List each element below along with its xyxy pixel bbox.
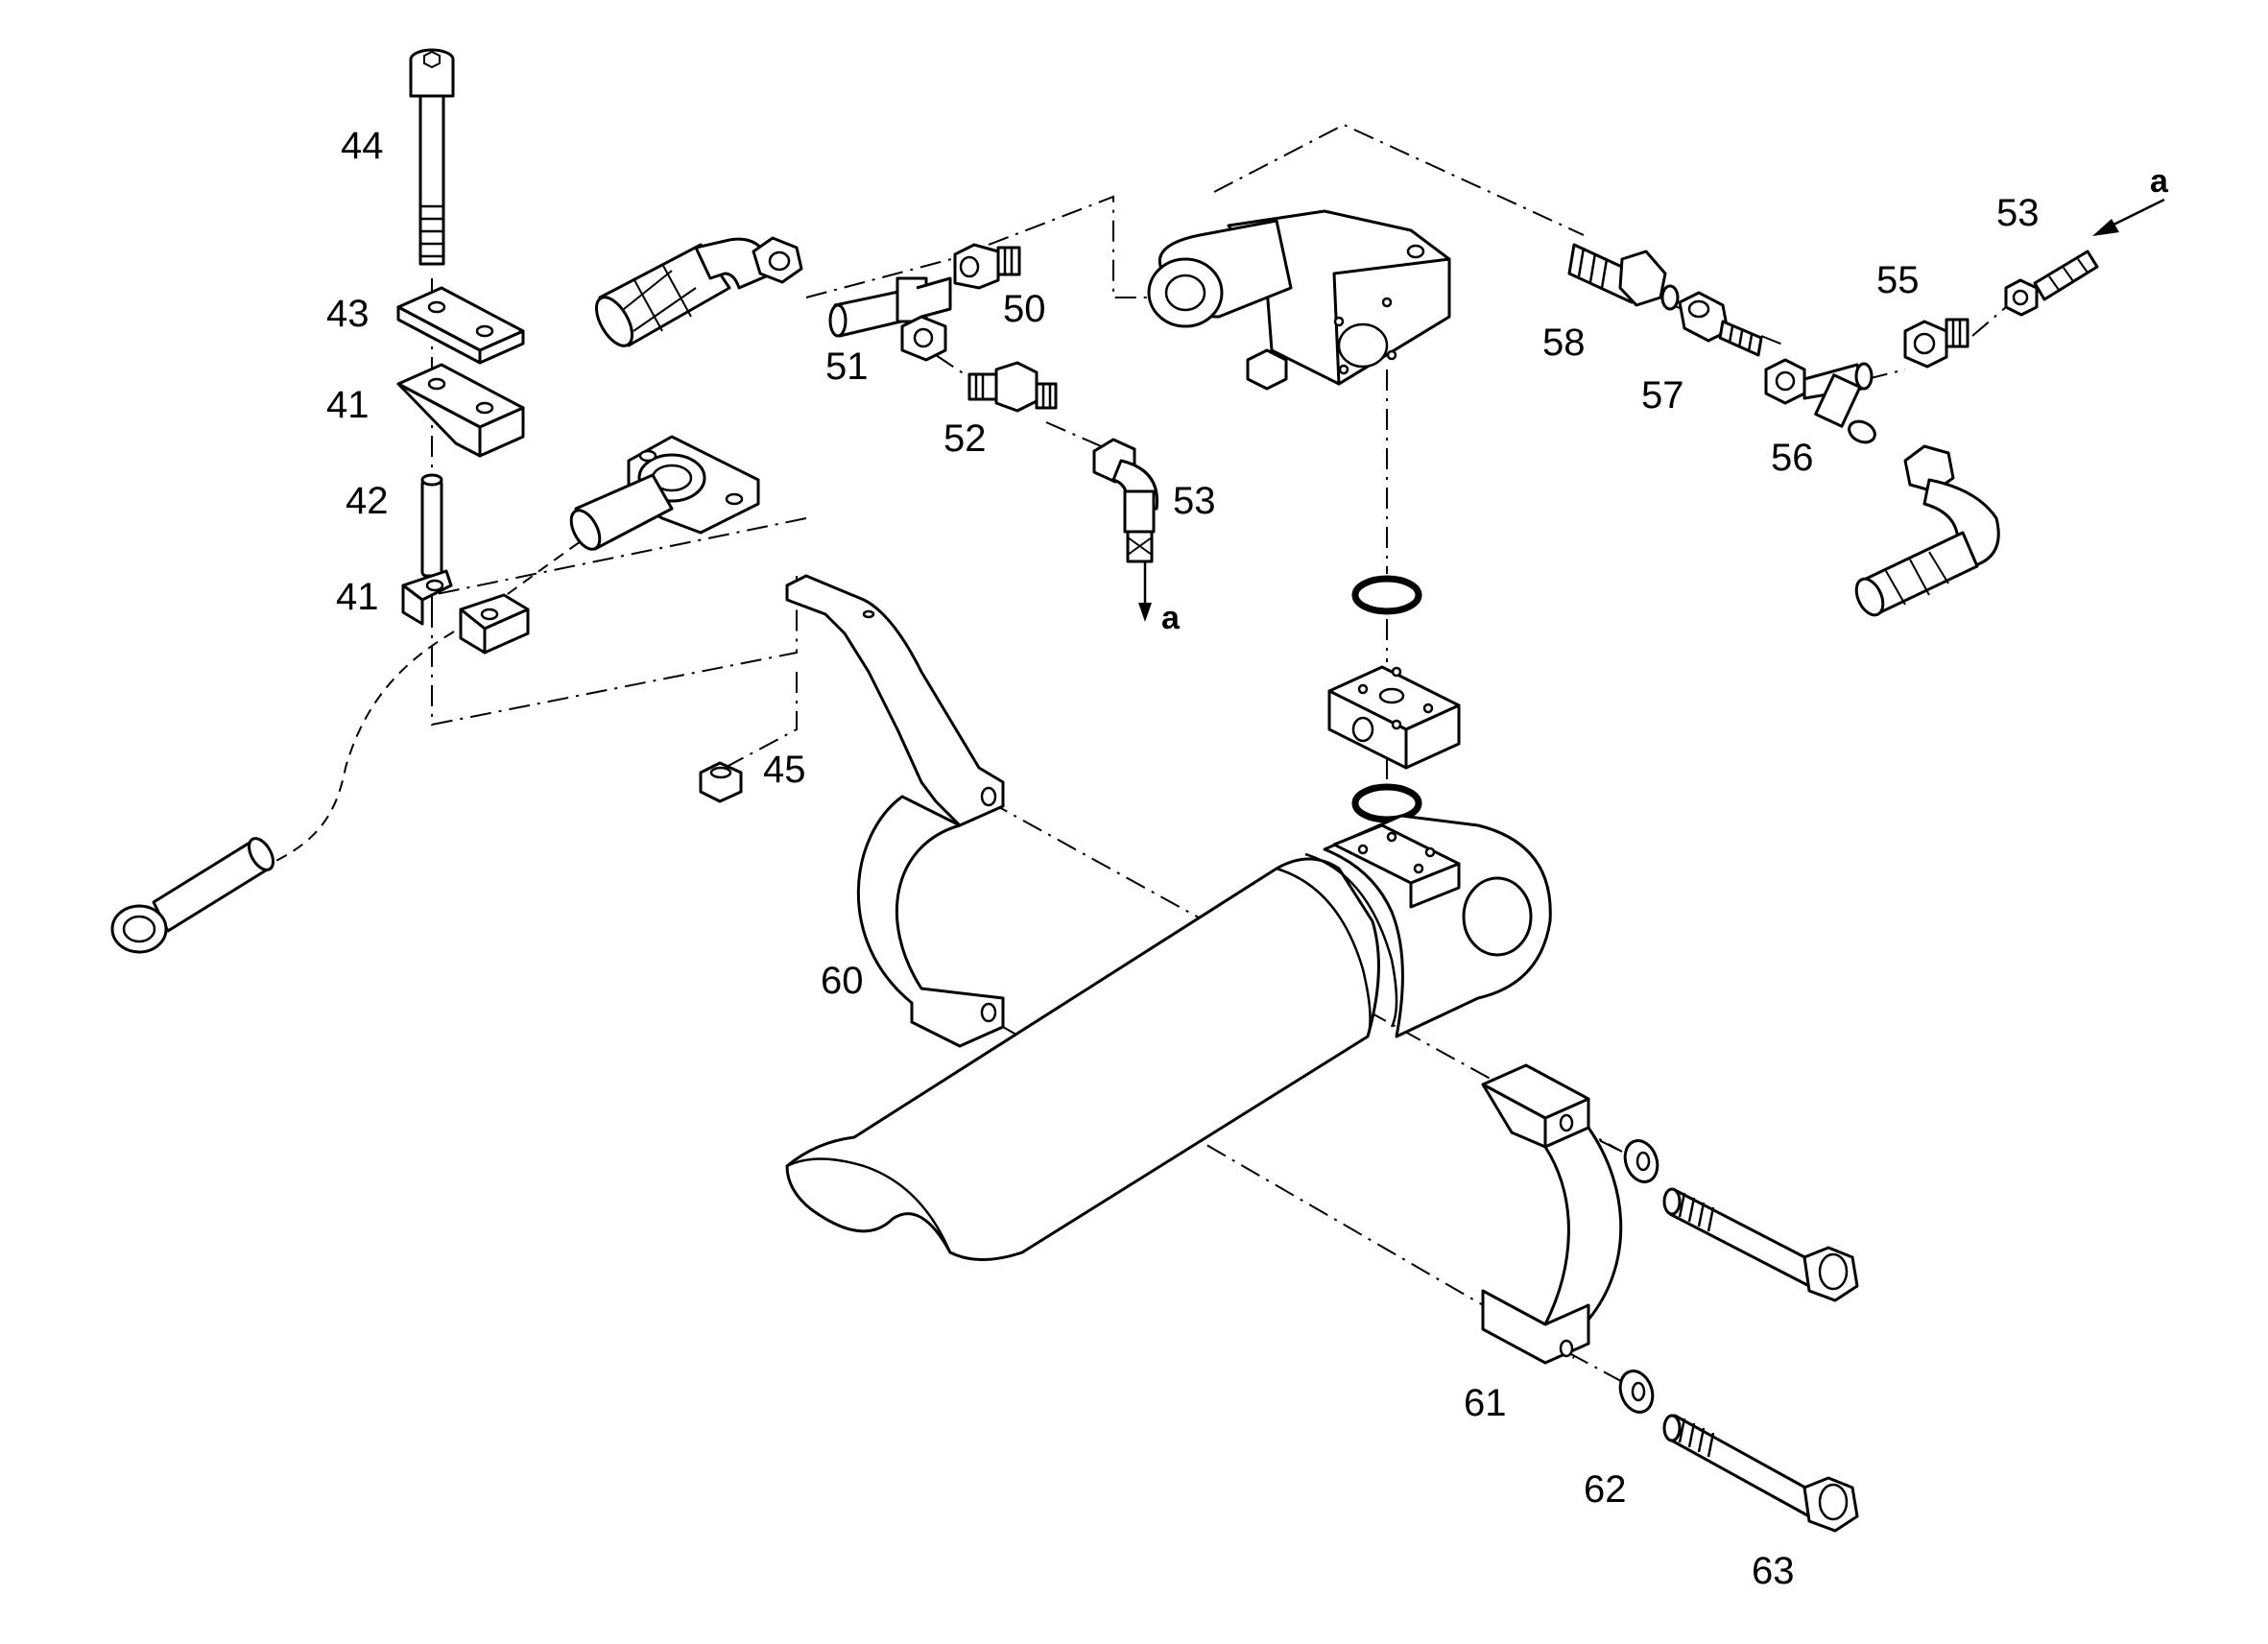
bracket-60 — [785, 574, 1005, 1048]
clamp-half-41-lower — [401, 569, 530, 655]
fitting-55 — [1903, 318, 1970, 369]
long-hose-end — [110, 837, 275, 954]
label-51: 51 — [825, 345, 869, 388]
hose-53-elbow — [1092, 438, 1159, 563]
label-60: 60 — [821, 960, 864, 1002]
label-41-upper: 41 — [326, 384, 370, 426]
clamp-half-61 — [1481, 1063, 1623, 1365]
spacer-42 — [420, 473, 443, 578]
o-ring-upper — [1351, 575, 1422, 615]
fitting-58 — [1567, 243, 1680, 311]
label-56: 56 — [1771, 437, 1814, 479]
bolt-44 — [409, 48, 455, 266]
washer-62-lower — [1618, 1370, 1655, 1414]
tee-fitting-56 — [1764, 358, 1876, 444]
fitting-57 — [1678, 291, 1763, 357]
valve-block — [1147, 209, 1451, 391]
adapter-block — [1327, 665, 1461, 770]
label-43: 43 — [326, 293, 370, 335]
label-arrow-a-top: a — [2150, 163, 2169, 200]
part-labels: 44 43 41 42 41 45 50 51 52 53 a 58 57 56… — [326, 125, 2169, 1592]
label-arrow-a-bottom: a — [1161, 600, 1181, 636]
label-53-right: 53 — [1996, 192, 2040, 234]
clamp-half-41-upper — [396, 363, 525, 458]
bolt-63-lower — [1662, 1414, 1859, 1533]
hose-53-straight — [2004, 250, 2099, 317]
label-53-left: 53 — [1173, 480, 1216, 522]
nut-45 — [699, 761, 743, 803]
tee-fitting-51 — [828, 276, 952, 362]
label-52: 52 — [943, 417, 987, 460]
hose-elbow-upper-left — [594, 236, 803, 347]
label-44: 44 — [341, 125, 384, 167]
label-45: 45 — [763, 749, 806, 791]
label-57: 57 — [1641, 374, 1684, 417]
hydraulic-cylinder — [785, 814, 1552, 1261]
label-50: 50 — [1003, 288, 1046, 330]
washer-62-upper — [1623, 1139, 1659, 1183]
label-58: 58 — [1542, 322, 1586, 364]
label-55: 55 — [1876, 259, 1920, 301]
label-41-lower: 41 — [336, 576, 379, 618]
hose-elbow-right — [1854, 444, 2000, 617]
label-63: 63 — [1752, 1550, 1795, 1592]
fitting-52 — [967, 361, 1058, 413]
plate-43 — [396, 286, 525, 365]
label-62: 62 — [1584, 1468, 1627, 1511]
o-ring-lower — [1351, 783, 1422, 823]
fitting-50 — [953, 243, 1021, 290]
bolt-63-upper — [1662, 1187, 1859, 1302]
flange-hose-fitting — [569, 435, 760, 551]
label-42: 42 — [346, 480, 389, 522]
label-61: 61 — [1464, 1382, 1507, 1424]
